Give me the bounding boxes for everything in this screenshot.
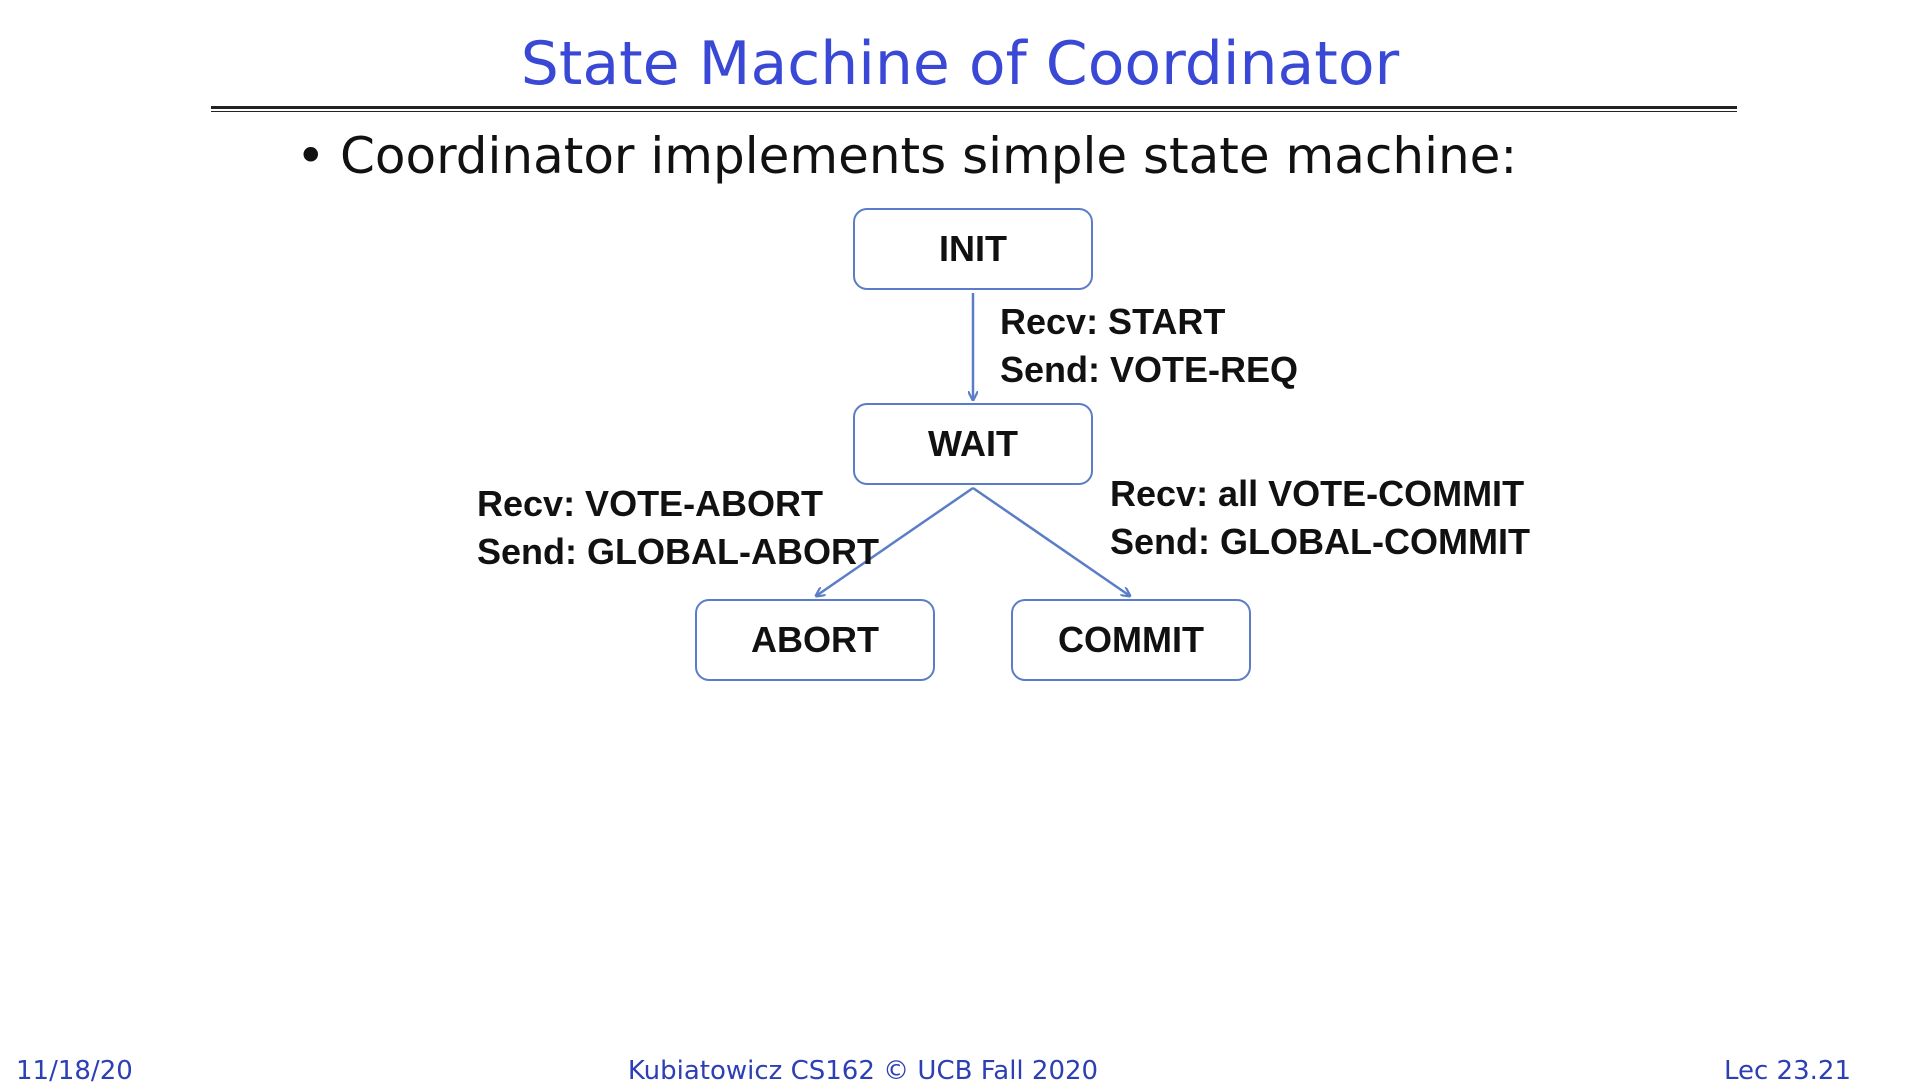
- state-init: INIT: [853, 208, 1093, 290]
- bullet-text: Coordinator implements simple state mach…: [340, 127, 1518, 185]
- label-send-vote-req: Send: VOTE-REQ: [1000, 349, 1299, 390]
- label-recv-start: Recv: START: [1000, 301, 1226, 342]
- bullet-item: •Coordinator implements simple state mac…: [296, 124, 1517, 188]
- label-wait-to-abort: Recv: VOTE-ABORT Send: GLOBAL-ABORT: [477, 480, 879, 576]
- bullet-dot: •: [296, 127, 326, 185]
- footer-lecture-number: Lec 23.21: [1723, 1056, 1851, 1086]
- arrow-wait-to-commit: [972, 486, 1130, 596]
- label-send-global-abort: Send: GLOBAL-ABORT: [477, 531, 879, 572]
- label-init-to-wait: Recv: START Send: VOTE-REQ: [1000, 298, 1298, 394]
- state-wait: WAIT: [853, 403, 1093, 485]
- label-send-global-commit: Send: GLOBAL-COMMIT: [1110, 521, 1530, 562]
- arrow-wait-to-abort: [816, 486, 974, 596]
- title-rule-thick: [211, 106, 1737, 109]
- label-wait-to-commit: Recv: all VOTE-COMMIT Send: GLOBAL-COMMI…: [1110, 470, 1530, 566]
- label-recv-vote-abort: Recv: VOTE-ABORT: [477, 483, 824, 524]
- state-commit: COMMIT: [1011, 599, 1251, 681]
- state-abort: ABORT: [695, 599, 935, 681]
- title-rule-thin: [211, 111, 1737, 112]
- footer-course: Kubiatowicz CS162 © UCB Fall 2020: [627, 1056, 1099, 1086]
- label-recv-all-vote-commit: Recv: all VOTE-COMMIT: [1110, 473, 1525, 514]
- slide-title: State Machine of Coordinator: [520, 29, 1400, 99]
